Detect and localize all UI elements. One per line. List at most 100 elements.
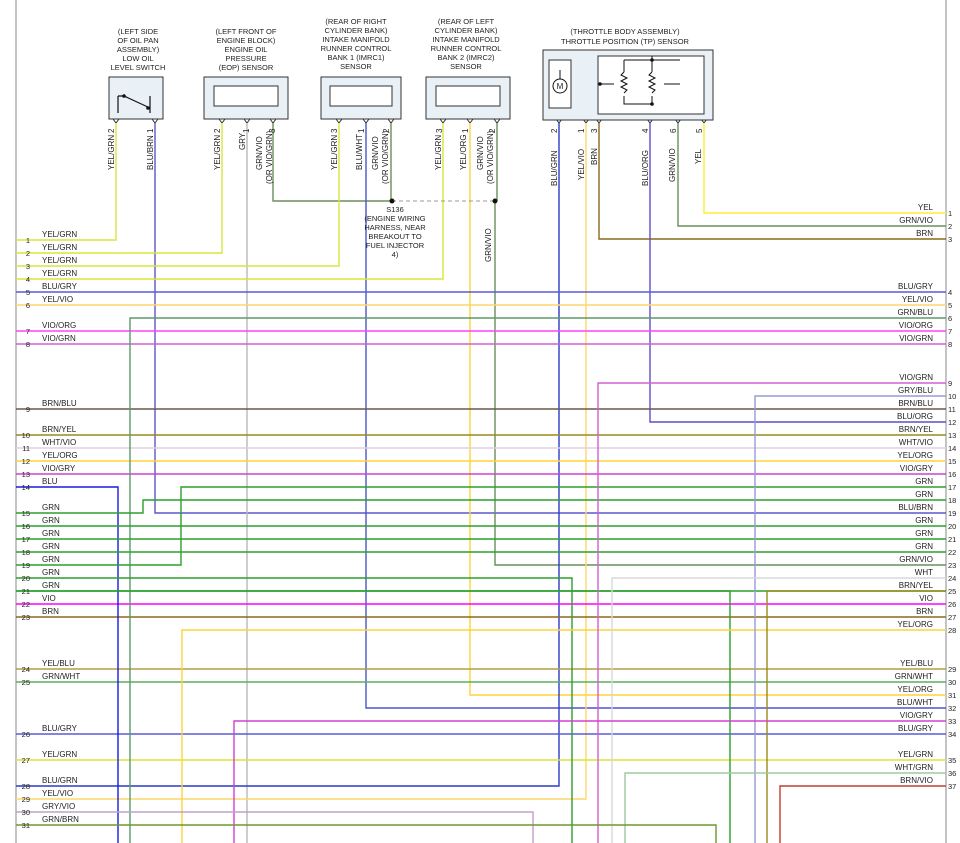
wire-tp-bluorg [649,123,946,423]
right-row-number: 4 [948,288,952,297]
left-row-label: GRN [42,516,60,525]
left-row-label: GRN [42,529,60,538]
right-row-label: VIO/GRN [899,334,933,343]
imrc1-wire-bluwht: BLU/WHT [355,134,364,170]
splice-s136[interactable]: S136 (ENGINE WIRING HARNESS, NEAR BREAKO… [364,198,498,263]
tp-pin-3: 3 [590,128,599,133]
imrc2-caption-5: BANK 2 (IMRC2) [437,53,495,62]
imrc1-wire-grnvio: GRN/VIO [371,136,380,170]
splice-wire-grnvio: GRN/VIO [484,228,493,262]
wire-wht-24 [611,577,946,843]
tp-pin-1: 1 [577,128,586,133]
right-row-number: 3 [948,235,952,244]
pin-arrow [243,118,251,124]
right-connector-rows: 1YEL2GRN/VIO3BRN4BLU/GRY5YEL/VIO6GRN/BLU… [895,203,957,791]
left-row-label: VIO [42,594,56,603]
right-row-label: GRY/BLU [898,386,933,395]
splice-caption-6: 4) [392,250,399,259]
right-row-label: VIO/GRY [900,464,934,473]
right-row-label: GRN/WHT [895,672,933,681]
imrc2-wire-yelgrn: YEL/GRN [434,135,443,170]
right-row-label: BLU/BRN [898,503,933,512]
left-row-number: 26 [22,730,30,739]
left-row-label: BRN [42,607,59,616]
oil-pan-wire-blubrn: BLU/BRN [146,135,155,170]
imrc1-pin-1: 1 [357,128,366,133]
eop-pin-3: 3 [268,128,277,133]
left-row-number: 11 [22,444,30,453]
pin-arrow [112,118,120,124]
eop-sensor[interactable]: (LEFT FRONT OF ENGINE BLOCK) ENGINE OIL … [203,27,289,184]
right-row-label: BRN/YEL [899,425,934,434]
left-row-number: 13 [22,470,30,479]
right-row-label: VIO/GRN [899,373,933,382]
left-row-label: VIO/GRN [42,334,76,343]
eop-wire-grnvio: GRN/VIO [255,136,264,170]
left-row-number: 10 [22,431,30,440]
pin-arrow [387,118,395,124]
oil-pan-pin-1: 1 [146,128,155,133]
left-row-number: 25 [22,678,30,687]
eop-caption-3: ENGINE OIL [225,45,268,54]
eop-inner [213,85,279,107]
imrc2-caption-2: CYLINDER BANK) [435,26,498,35]
imrc2-sensor[interactable]: (REAR OF LEFT CYLINDER BANK) INTAKE MANI… [425,17,511,184]
pin-arrow [493,118,501,124]
left-row-number: 8 [26,340,30,349]
right-row-label: WHT/GRN [895,763,933,772]
splice-caption-3: HARNESS, NEAR [364,223,426,232]
right-row-number: 20 [948,522,956,531]
imrc1-caption-5: BANK 1 (IMRC1) [327,53,385,62]
left-row-number: 31 [22,821,30,830]
wire-blu [16,486,119,843]
low-oil-level-switch[interactable]: (LEFT SIDE OF OIL PAN ASSEMBLY) LOW OIL … [107,27,165,170]
right-row-number: 5 [948,301,952,310]
right-row-number: 22 [948,548,956,557]
wire-imrc2-yelorg [469,123,946,696]
left-row-number: 19 [22,561,30,570]
right-row-label: VIO/GRY [900,711,934,720]
left-row-label: WHT/VIO [42,438,76,447]
left-row-number: 18 [22,548,30,557]
imrc1-caption-6: SENSOR [340,62,372,71]
right-row-label: YEL/ORG [897,620,933,629]
motor-label: M [557,82,564,91]
throttle-position-sensor[interactable]: (THROTTLE BODY ASSEMBLY) THROTTLE POSITI… [542,27,714,186]
right-row-label: BRN/BLU [898,399,933,408]
left-row-label: GRN [42,568,60,577]
wire-tp-grnvio [677,123,946,227]
right-row-label: BLU/GRY [898,724,934,733]
left-row-label: GRN/WHT [42,672,80,681]
imrc2-caption-1: (REAR OF LEFT [438,17,495,26]
wire-layer [16,118,946,843]
left-row-label: YEL/GRN [42,256,77,265]
right-row-number: 29 [948,665,956,674]
left-row-number: 2 [26,249,30,258]
imrc1-caption-4: RUNNER CONTROL [321,44,392,53]
imrc1-sensor[interactable]: (REAR OF RIGHT CYLINDER BANK) INTAKE MAN… [320,17,402,184]
left-row-number: 20 [22,574,30,583]
tp-pin-4: 4 [641,128,650,133]
right-row-label: VIO/ORG [899,321,933,330]
left-connector-rows: 1YEL/GRN2YEL/GRN3YEL/GRN4YEL/GRN5BLU/GRY… [22,230,81,830]
right-row-number: 37 [948,782,956,791]
imrc2-inner [435,85,501,107]
imrc1-wire-yelgrn: YEL/GRN [330,135,339,170]
right-row-number: 28 [948,626,956,635]
tp-wire-yelvio: YEL/VIO [577,149,586,180]
eop-pin-2: 2 [213,128,222,133]
switch-contact [122,94,126,98]
right-row-label: WHT/VIO [899,438,933,447]
wire-eop-yelgrn [16,123,223,254]
oil-pan-caption-1: (LEFT SIDE [118,27,158,36]
left-row-label: BLU/GRN [42,776,78,785]
right-row-number: 15 [948,457,956,466]
left-row-label: YEL/ORG [42,451,78,460]
left-row-number: 16 [22,522,30,531]
eop-wire-or: (OR VIO/GRN) [265,130,274,184]
oil-pan-wire-yelgrn: YEL/GRN [107,135,116,170]
right-row-label: WHT [915,568,933,577]
left-row-number: 5 [26,288,30,297]
wire-grn-21 [16,590,731,843]
left-row-label: YEL/VIO [42,789,73,798]
